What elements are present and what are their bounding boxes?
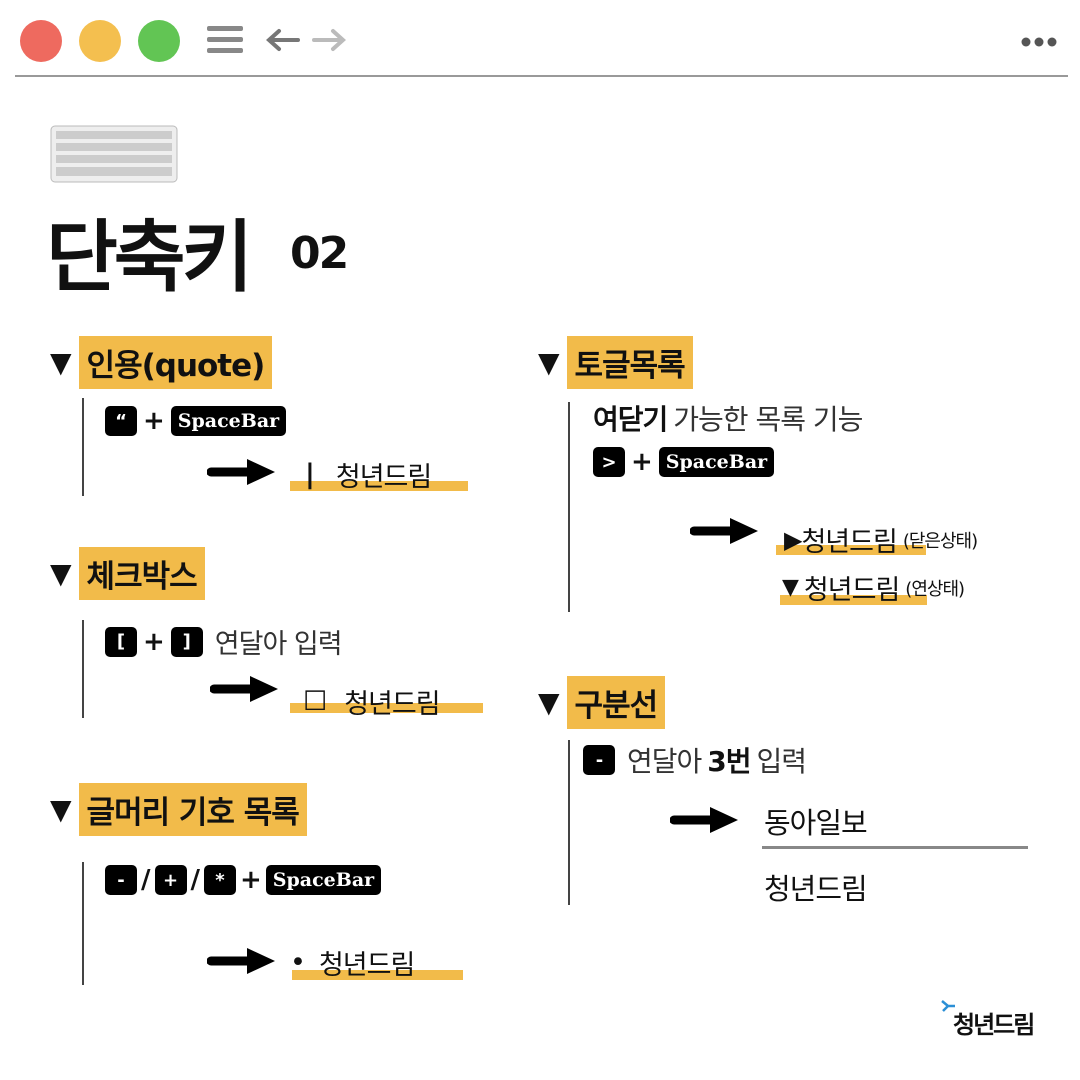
more-icon[interactable] — [1020, 36, 1060, 48]
section-line — [568, 740, 570, 905]
section-line — [82, 862, 84, 985]
slash: / — [141, 865, 151, 895]
toggle-closed-result: 청년드림 — [801, 527, 897, 558]
close-button[interactable] — [20, 20, 62, 62]
greater-than-key: > — [593, 447, 625, 477]
highlight-underline — [780, 595, 927, 605]
dash-key: - — [583, 745, 615, 775]
quote-key: “ — [105, 406, 137, 436]
forward-arrow-icon[interactable] — [312, 28, 348, 52]
toggle-closed-icon: ▶ — [784, 525, 802, 554]
bracket-close-key: ] — [170, 626, 203, 657]
arrow-right-icon — [207, 459, 275, 485]
arrow-right-icon — [210, 676, 278, 702]
section-toggle-heading: ▼토글목록 — [538, 336, 693, 389]
highlight-underline — [290, 703, 483, 713]
back-arrow-icon[interactable] — [264, 28, 300, 52]
logo: 청년드림 — [953, 1011, 1035, 1039]
bracket-open-key: [ — [105, 626, 137, 657]
section-quote-heading: ▼인용(quote) — [50, 336, 273, 389]
page-title: 단축키 — [46, 213, 253, 303]
checkbox-icon: ☐ — [303, 686, 327, 717]
section-line — [82, 620, 84, 718]
toolbar-divider — [15, 75, 1068, 77]
checkbox-result: 청년드림 — [344, 689, 440, 720]
section-line — [568, 402, 570, 612]
plus-sign: + — [240, 865, 262, 895]
quote-bar: | — [305, 459, 315, 490]
divider-below-text: 청년드림 — [764, 872, 868, 906]
plus-sign: + — [631, 447, 653, 477]
divider-line — [762, 846, 1028, 849]
divider-desc: 연달아 — [627, 745, 702, 778]
checkbox-desc: 연달아 입력 — [214, 629, 343, 660]
arrow-right-icon — [670, 807, 738, 833]
divider-above-text: 동아일보 — [764, 806, 868, 840]
divider-desc-bold: 3번 — [707, 745, 751, 778]
highlight-underline — [290, 481, 468, 491]
dash-key: - — [105, 865, 137, 895]
toggle-closed-note: (닫은상태) — [902, 530, 978, 552]
highlight-underline — [776, 545, 926, 555]
toggle-desc: 가능한 목록 기능 — [673, 403, 863, 436]
plus-key: + — [154, 865, 187, 895]
spacebar-key: SpaceBar — [170, 406, 287, 436]
arrow-right-icon — [690, 518, 758, 544]
toggle-open-result: 청년드림 — [803, 575, 900, 606]
logo-bird-icon — [941, 1000, 955, 1012]
asterisk-key: * — [204, 865, 236, 895]
highlight-underline — [292, 970, 463, 980]
toggle-desc-bold: 여닫기 — [593, 403, 668, 436]
section-divider-heading: ▼구분선 — [538, 676, 666, 729]
plus-sign: + — [143, 626, 165, 657]
bullet-result: 청년드림 — [318, 950, 415, 981]
menu-icon[interactable] — [207, 24, 245, 56]
arrow-right-icon — [207, 948, 275, 974]
spacebar-key: SpaceBar — [658, 447, 775, 477]
section-checkbox-heading: ▼체크박스 — [50, 547, 205, 600]
slash: / — [190, 865, 201, 895]
spacebar-key: SpaceBar — [265, 865, 382, 895]
divider-desc-end: 입력 — [756, 745, 808, 778]
maximize-button[interactable] — [138, 20, 180, 62]
keyboard-icon — [50, 125, 178, 183]
bullet-dot: • — [290, 947, 306, 978]
minimize-button[interactable] — [79, 20, 121, 62]
toggle-open-icon: ▼ — [782, 575, 799, 600]
quote-result: 청년드림 — [335, 462, 432, 493]
section-bullet-heading: ▼글머리 기호 목록 — [50, 783, 307, 836]
section-line — [82, 398, 84, 496]
plus-sign: + — [143, 406, 165, 436]
page-title-number: 02 — [290, 228, 349, 279]
toggle-open-note: (연상태) — [905, 578, 965, 600]
